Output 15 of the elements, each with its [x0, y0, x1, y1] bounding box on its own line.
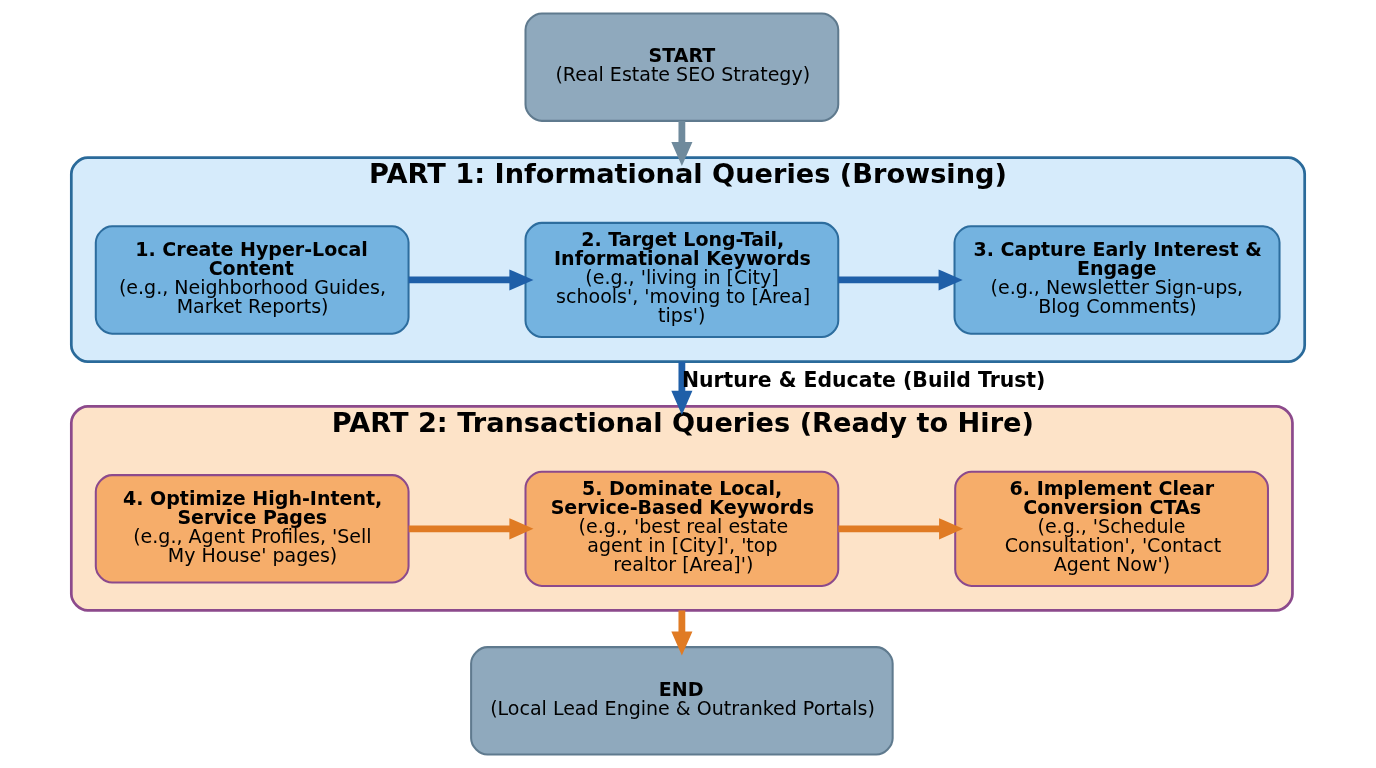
arrow: [838, 518, 964, 540]
arrow: [408, 269, 534, 291]
node-box: END (Local Lead Engine & Outranked Portals): [470, 646, 894, 756]
arrow: [408, 518, 534, 540]
node-box: 6. Implement Clear Conversion CTAs (e.g., 'Schedule Consultation', 'Contact Agent Now'): [954, 470, 1269, 587]
arrow: [671, 610, 693, 656]
arrow: [671, 121, 693, 167]
arrow: [671, 361, 693, 415]
node-box: 4. Optimize High-Intent, Service Pages (e.g., Agent Profiles, 'Sell My House' pages): [94, 474, 410, 584]
node-box: 5. Dominate Local, Service-Based Keywords (e.g., 'best real estate agent in [City]', 'top realtor [Area]'): [524, 470, 840, 587]
node-box: START (Real Estate SEO Strategy): [524, 12, 840, 122]
node-box: 3. Capture Early Interest & Engage (e.g., Newsletter Sign-ups, Blog Comments): [953, 225, 1281, 335]
node-box: 1. Create Hyper-Local Content (e.g., Neighborhood Guides, Market Reports): [94, 225, 410, 335]
arrow: [838, 269, 963, 291]
node-box: 2. Target Long-Tail, Informational Keywords (e.g., 'living in [City] schools', 'moving to [Area] tips'): [524, 221, 840, 339]
